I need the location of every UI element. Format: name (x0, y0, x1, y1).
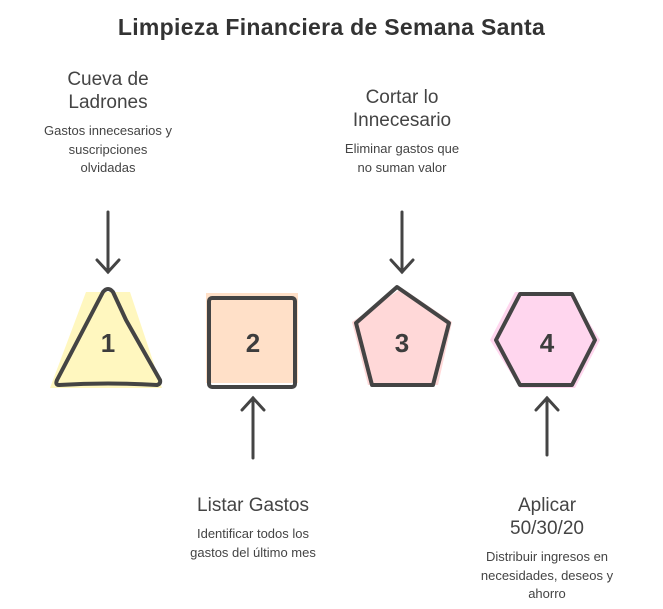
step-4-hexagon: 4 (490, 292, 600, 388)
label-line: Aplicar (517, 495, 577, 516)
arrow-step-4 (534, 395, 560, 457)
step-1-label: Cueva de Ladrones (0, 68, 218, 114)
step-4-description: Distribuir ingresos en necesidades, dese… (437, 548, 657, 604)
desc-line: gastos del último mes (190, 544, 316, 560)
step-1-number: 1 (101, 328, 115, 358)
step-4-text: Aplicar 50/30/20 Distribuir ingresos en … (437, 494, 657, 604)
step-2-label: Listar Gastos (143, 494, 363, 517)
step-1-text: Cueva de Ladrones Gastos innecesarios y … (0, 68, 218, 178)
step-4-number: 4 (540, 328, 555, 358)
desc-line: Eliminar gastos que (344, 141, 460, 156)
step-3-pentagon: 3 (352, 285, 452, 387)
step-2-text: Listar Gastos Identificar todos los gast… (143, 494, 363, 562)
label-line: Listar Gastos (197, 495, 309, 516)
step-4-label: Aplicar 50/30/20 (437, 494, 657, 540)
step-2-number: 2 (246, 328, 260, 358)
step-3-description: Eliminar gastos que no suman valor (292, 140, 512, 177)
arrow-step-3 (389, 210, 415, 275)
desc-line: suscripciones (68, 141, 148, 157)
desc-line: no suman valor (357, 159, 447, 175)
step-1-triangle: 1 (50, 287, 163, 388)
desc-line: Identificar todos los (196, 526, 309, 541)
desc-line: Distribuir ingresos en (485, 549, 609, 564)
step-2-square: 2 (206, 293, 298, 389)
step-1-description: Gastos innecesarios y suscripciones olvi… (0, 122, 218, 178)
arrow-step-2 (240, 395, 266, 460)
label-line: Ladrones (68, 92, 148, 113)
step-3-label: Cortar lo Innecesario (292, 86, 512, 132)
label-line: Innecesario (352, 110, 452, 131)
step-3-text: Cortar lo Innecesario Eliminar gastos qu… (292, 86, 512, 177)
step-3-number: 3 (395, 328, 409, 358)
desc-line: olvidadas (80, 160, 136, 175)
desc-line: ahorro (528, 586, 566, 601)
label-line: 50/30/20 (510, 518, 584, 539)
arrow-step-1 (95, 210, 121, 275)
diagram-title: Limpieza Financiera de Semana Santa (117, 14, 546, 40)
desc-line: Gastos innecesarios y (44, 123, 172, 138)
label-line: Cortar lo (365, 87, 439, 108)
step-2-description: Identificar todos los gastos del último … (143, 525, 363, 562)
desc-line: necesidades, deseos y (480, 567, 614, 583)
label-line: Cueva de (67, 69, 149, 90)
